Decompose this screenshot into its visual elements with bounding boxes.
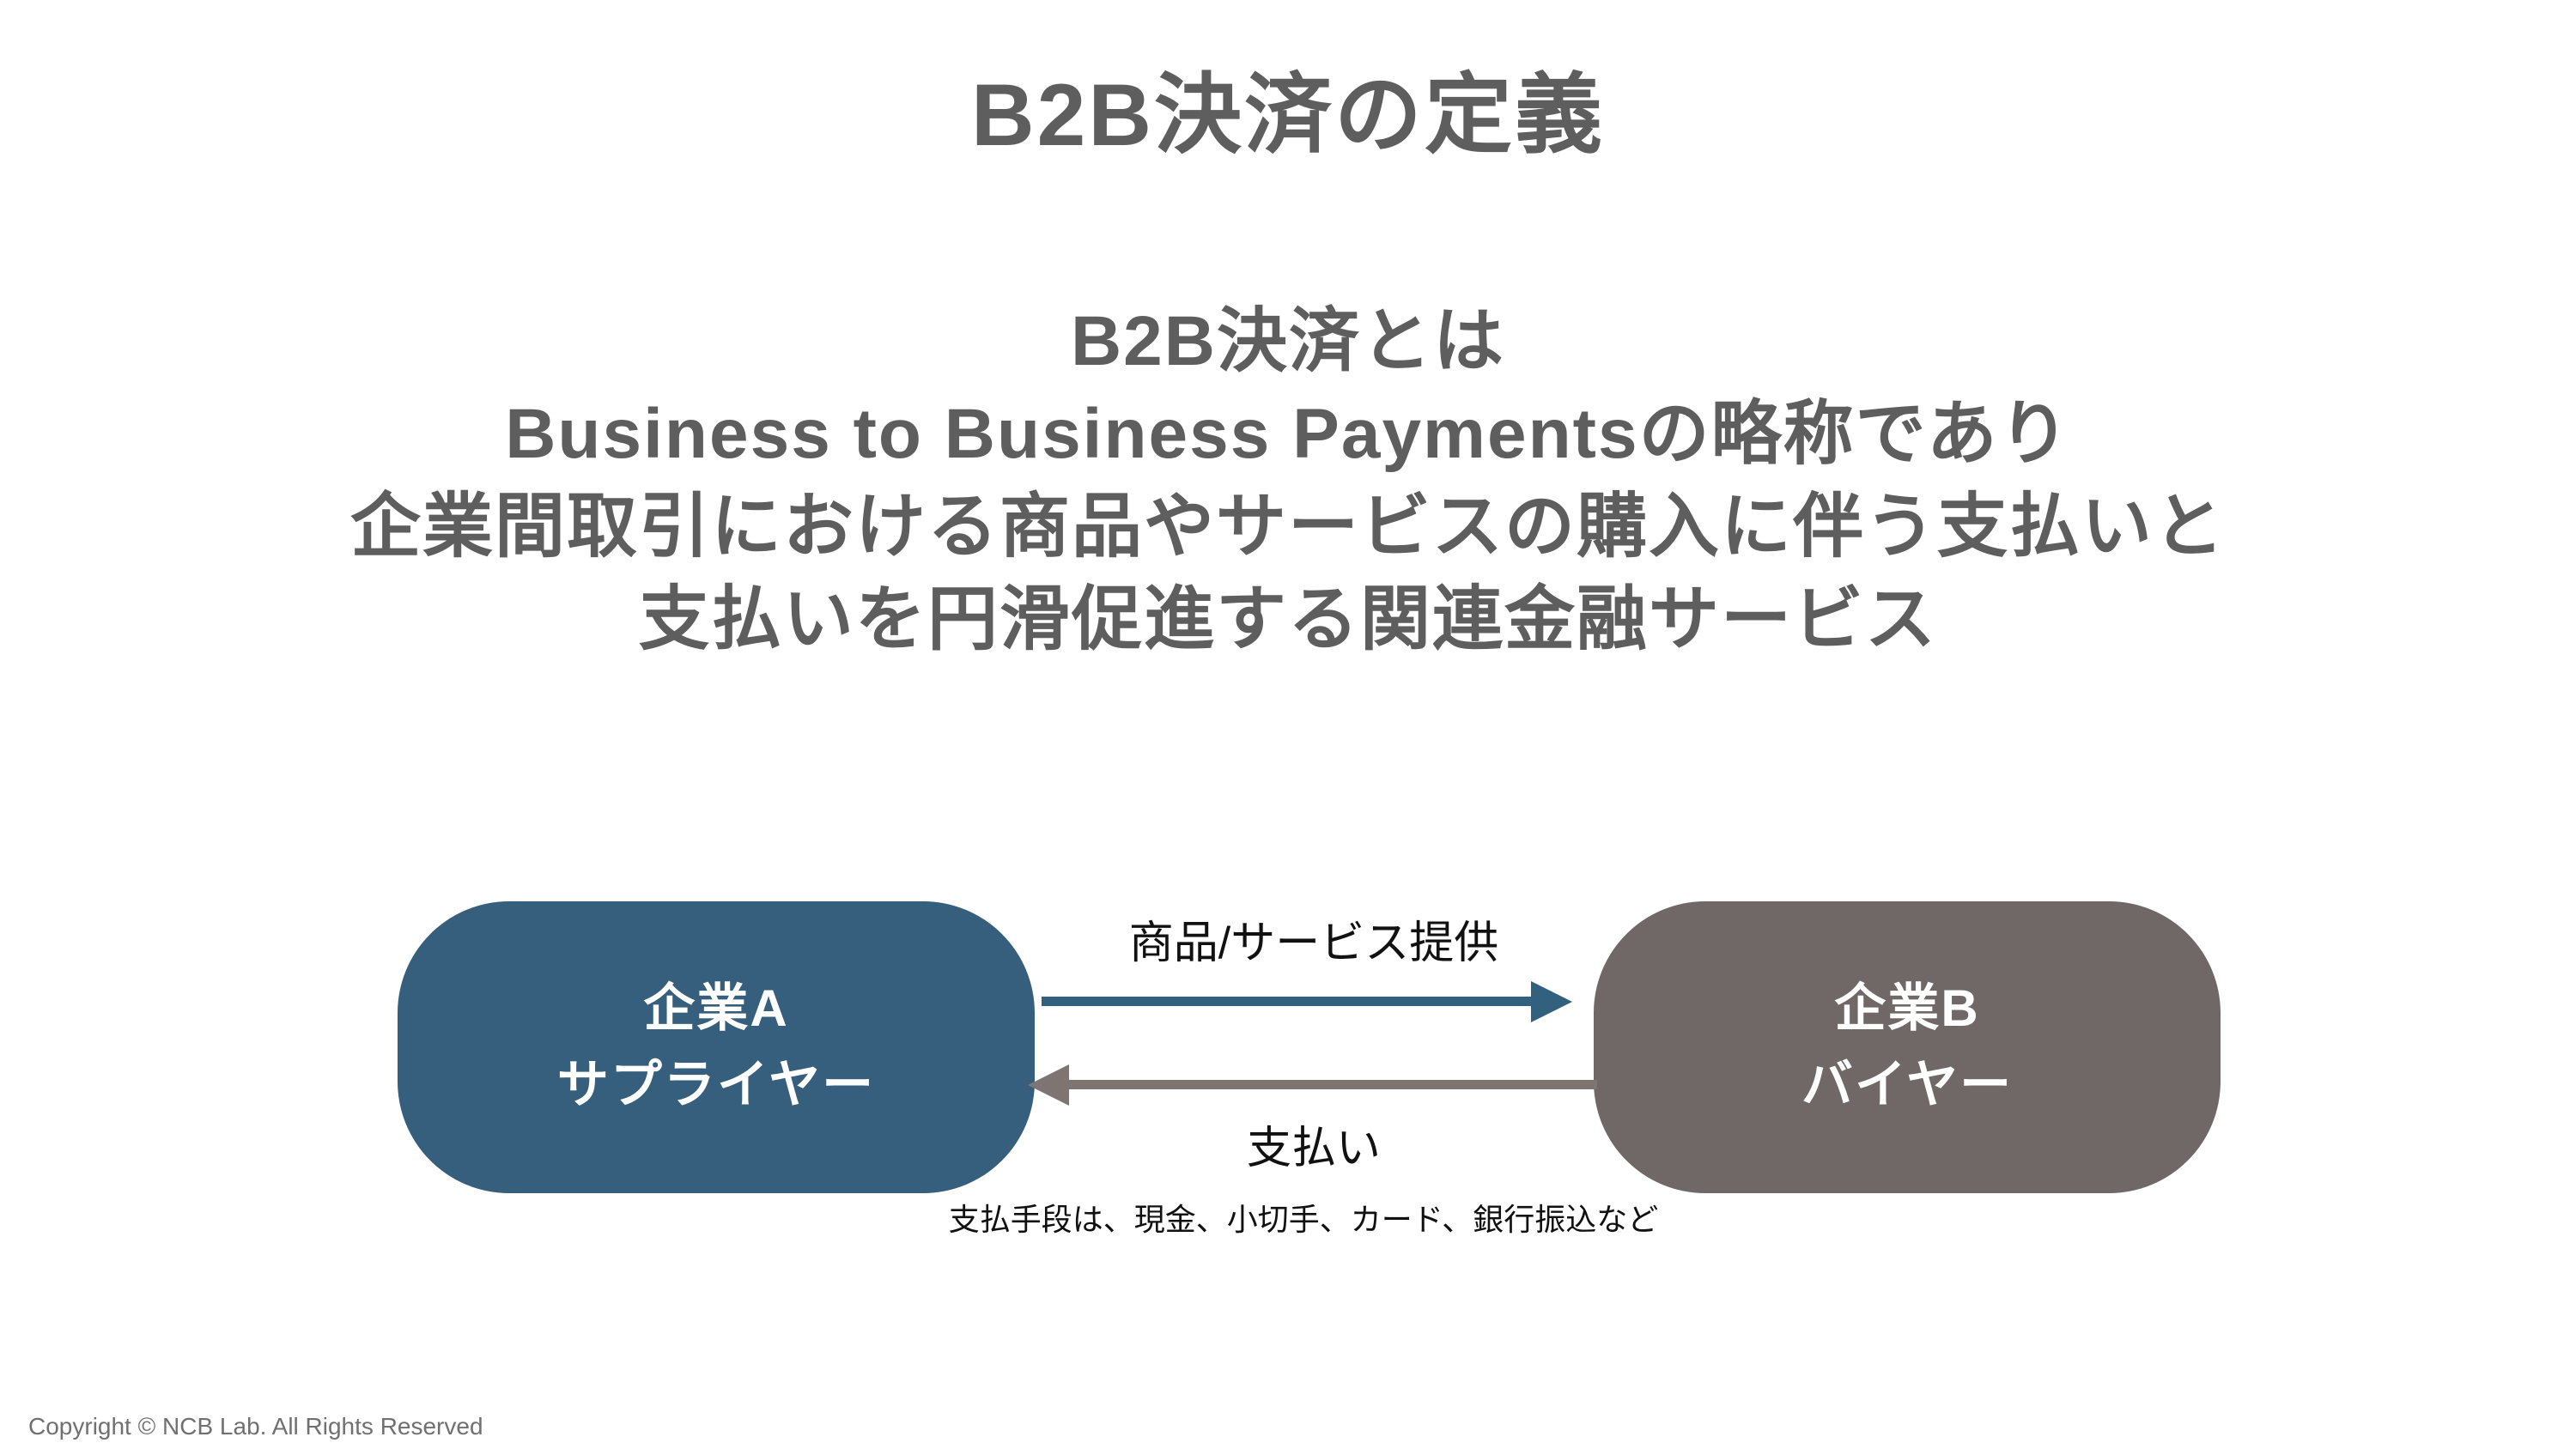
definition-block: B2B決済とは Business to Business Paymentsの略称… — [0, 295, 2576, 666]
supplier-role: サプライヤー — [556, 1056, 876, 1113]
payment-methods-caption: 支払手段は、現金、小切手、カード、銀行振込など — [948, 1202, 1659, 1237]
goods-arrow-label: 商品/サービス提供 — [1128, 919, 1499, 968]
payment-arrow-line — [1069, 1080, 1597, 1089]
payment-arrow-head-icon — [1028, 1064, 1069, 1106]
definition-line-3: 企業間取引における商品やサービスの購入に伴う支払いと — [349, 488, 2226, 566]
supplier-entity: 企業A サプライヤー — [398, 901, 1035, 1193]
goods-arrow-line — [1042, 997, 1533, 1006]
page-title: B2B決済の定義 — [970, 66, 1606, 164]
supplier-name: 企業A — [643, 979, 789, 1038]
goods-arrow-head-icon — [1531, 981, 1572, 1022]
definition-line-2: Business to Business Paymentsの略称であり — [505, 395, 2071, 473]
copyright-footer: Copyright © NCB Lab. All Rights Reserved — [28, 1413, 483, 1440]
buyer-role: バイヤー — [1801, 1056, 2014, 1113]
definition-line-1: B2B決済とは — [1070, 302, 1506, 380]
buyer-name: 企業B — [1834, 979, 1980, 1038]
payment-arrow-label: 支払い — [1246, 1124, 1381, 1173]
buyer-entity: 企業B バイヤー — [1594, 901, 2221, 1193]
definition-line-4: 支払いを円滑促進する関連金融サービス — [638, 580, 1937, 658]
